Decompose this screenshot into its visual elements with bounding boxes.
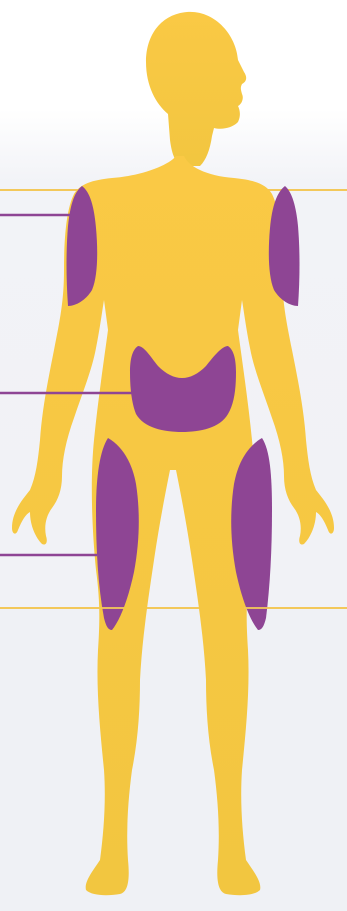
background-lower-band xyxy=(0,609,347,911)
